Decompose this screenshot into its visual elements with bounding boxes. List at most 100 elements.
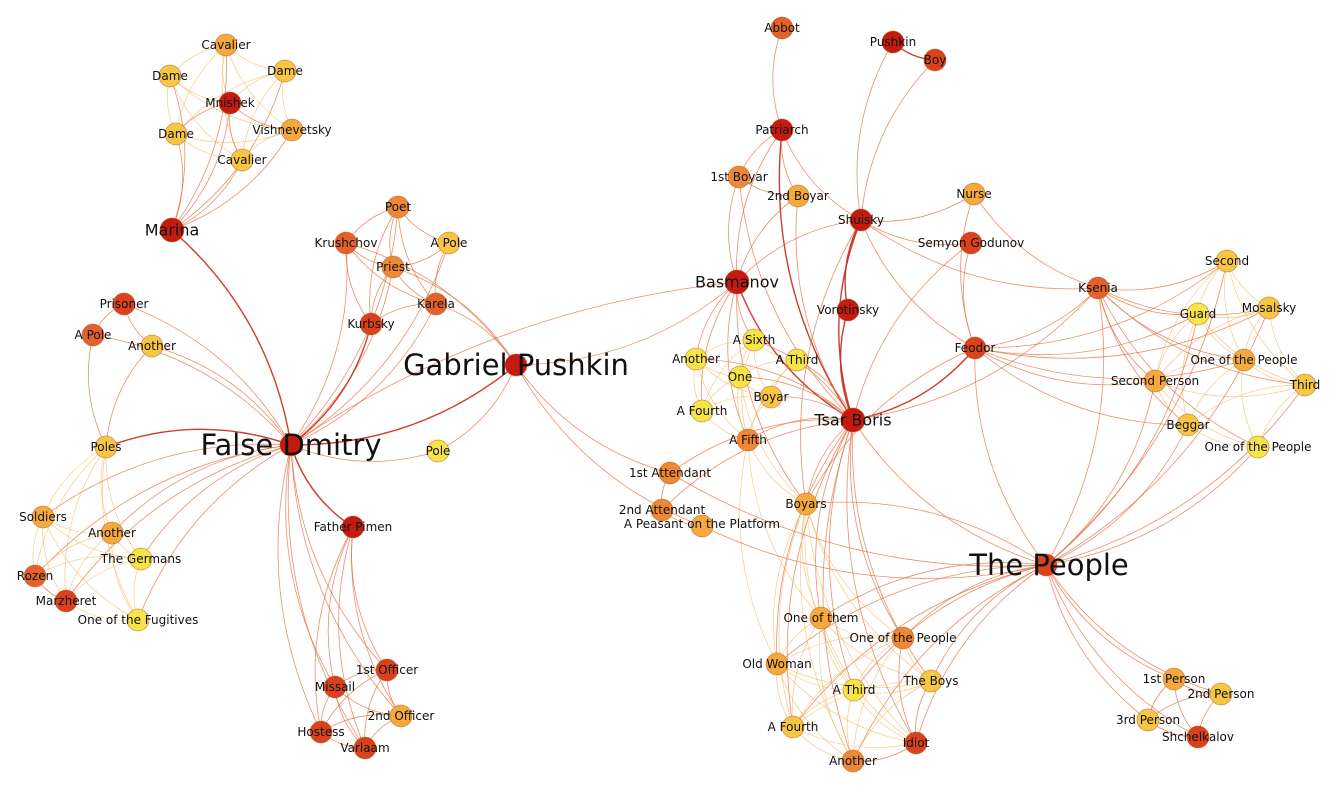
node-circle[interactable] [140,334,164,358]
node-beggar[interactable]: Beggar [1166,413,1210,437]
node-mnishek[interactable]: Mnishek [205,91,255,115]
node-circle[interactable] [386,195,410,219]
node-circle[interactable] [742,328,766,352]
node-circle[interactable] [375,658,399,682]
node-pushkin[interactable]: Pushkin [870,30,916,54]
node-second[interactable]: Second [1205,249,1249,273]
node-circle[interactable] [81,323,105,347]
node-circle[interactable] [504,353,528,377]
node-circle[interactable] [781,715,805,739]
node-circle[interactable] [279,433,303,457]
node-circle[interactable] [919,669,943,693]
node-circle[interactable] [840,407,866,433]
node-circle[interactable] [1162,667,1186,691]
node-another-bot[interactable]: Another [829,749,877,773]
node-person3[interactable]: 3rd Person [1116,708,1180,732]
node-circle[interactable] [54,589,78,613]
node-krushchov[interactable]: Krushchov [315,231,378,255]
node-circle[interactable] [309,720,333,744]
node-circle[interactable] [1086,276,1110,300]
node-circle[interactable] [389,704,413,728]
node-priest[interactable]: Priest [376,255,410,279]
node-hostess[interactable]: Hostess [297,720,345,744]
node-a-pole-top[interactable]: A Pole [431,231,468,255]
node-circle[interactable] [112,292,136,316]
node-circle[interactable] [359,312,383,336]
node-circle[interactable] [31,505,55,529]
node-soldiers[interactable]: Soldiers [19,505,67,529]
node-circle[interactable] [923,48,947,72]
node-patriarch[interactable]: Patriarch [755,118,809,142]
node-circle[interactable] [164,122,188,146]
node-shuisky[interactable]: Shuisky [838,208,884,232]
node-circle[interactable] [334,231,358,255]
node-circle[interactable] [727,165,751,189]
node-person2[interactable]: 2nd Person [1188,682,1255,706]
node-circle[interactable] [724,269,750,295]
node-attendant1[interactable]: 1st Attendant [629,461,711,485]
node-circle[interactable] [94,435,118,459]
node-circle[interactable] [214,33,238,57]
node-boy[interactable]: Boy [923,48,947,72]
node-old-woman[interactable]: Old Woman [742,652,812,676]
node-people-bot[interactable]: One of the People [849,626,957,650]
node-circle[interactable] [158,64,182,88]
node-circle[interactable] [765,652,789,676]
node-circle[interactable] [658,461,682,485]
node-circle[interactable] [690,514,714,538]
node-a-sixth[interactable]: A Sixth [733,328,775,352]
node-circle[interactable] [849,208,873,232]
node-vorotinsky[interactable]: Vorotinsky [817,298,879,322]
node-feodor[interactable]: Feodor [955,336,996,360]
node-circle[interactable] [809,606,833,630]
node-shchelkalov[interactable]: Shchelkalov [1162,725,1234,749]
node-a-third-mid[interactable]: A Third [776,348,819,372]
node-circle[interactable] [786,184,810,208]
node-tsar-boris[interactable]: Tsar Boris [813,407,892,433]
node-a-fifth[interactable]: A Fifth [729,428,767,452]
node-circle[interactable] [381,255,405,279]
node-kurbsky[interactable]: Kurbsky [347,312,395,336]
node-circle[interactable] [100,521,124,545]
node-father-pimen[interactable]: Father Pimen [314,515,393,539]
node-nurse[interactable]: Nurse [956,182,992,206]
node-poles[interactable]: Poles [90,435,122,459]
node-circle[interactable] [437,231,461,255]
node-circle[interactable] [341,515,365,539]
node-pushkin-gabriel[interactable]: Gabriel Pushkin [403,348,629,382]
node-people-r2[interactable]: One of the People [1204,435,1312,459]
node-circle[interactable] [959,231,983,255]
node-idiot[interactable]: Idiot [903,731,930,755]
node-circle[interactable] [1257,296,1281,320]
node-one[interactable]: One [728,365,752,389]
node-one-of-them[interactable]: One of them [783,606,859,630]
node-circle[interactable] [770,118,794,142]
node-another-germ[interactable]: Another [88,521,136,545]
node-circle[interactable] [962,182,986,206]
node-a-fourth-bot[interactable]: A Fourth [768,715,819,739]
node-a-third-bot[interactable]: A Third [833,678,876,702]
node-a-pole-left[interactable]: A Pole [75,323,112,347]
node-boyar1[interactable]: 1st Boyar [710,165,768,189]
node-circle[interactable] [273,59,297,83]
node-circle[interactable] [904,731,928,755]
node-vishnevetsky[interactable]: Vishnevetsky [252,118,332,142]
node-circle[interactable] [770,16,794,40]
node-dame2[interactable]: Dame [267,59,303,83]
node-circle[interactable] [424,292,448,316]
node-dame1[interactable]: Dame [152,64,188,88]
node-circle[interactable] [23,564,47,588]
node-karela[interactable]: Karela [417,292,455,316]
node-circle[interactable] [1232,348,1256,372]
node-circle[interactable] [1176,413,1200,437]
node-officer1[interactable]: 1st Officer [356,658,418,682]
node-marina[interactable]: Marina [145,217,200,243]
node-missail[interactable]: Missail [315,675,355,699]
node-circle[interactable] [230,148,254,172]
node-circle[interactable] [1215,249,1239,273]
node-circle[interactable] [881,30,905,54]
node-varlaam[interactable]: Varlaam [340,736,390,760]
node-the-boys[interactable]: The Boys [902,669,959,693]
node-the-germans[interactable]: The Germans [100,547,181,571]
node-ksenia[interactable]: Ksenia [1078,276,1118,300]
